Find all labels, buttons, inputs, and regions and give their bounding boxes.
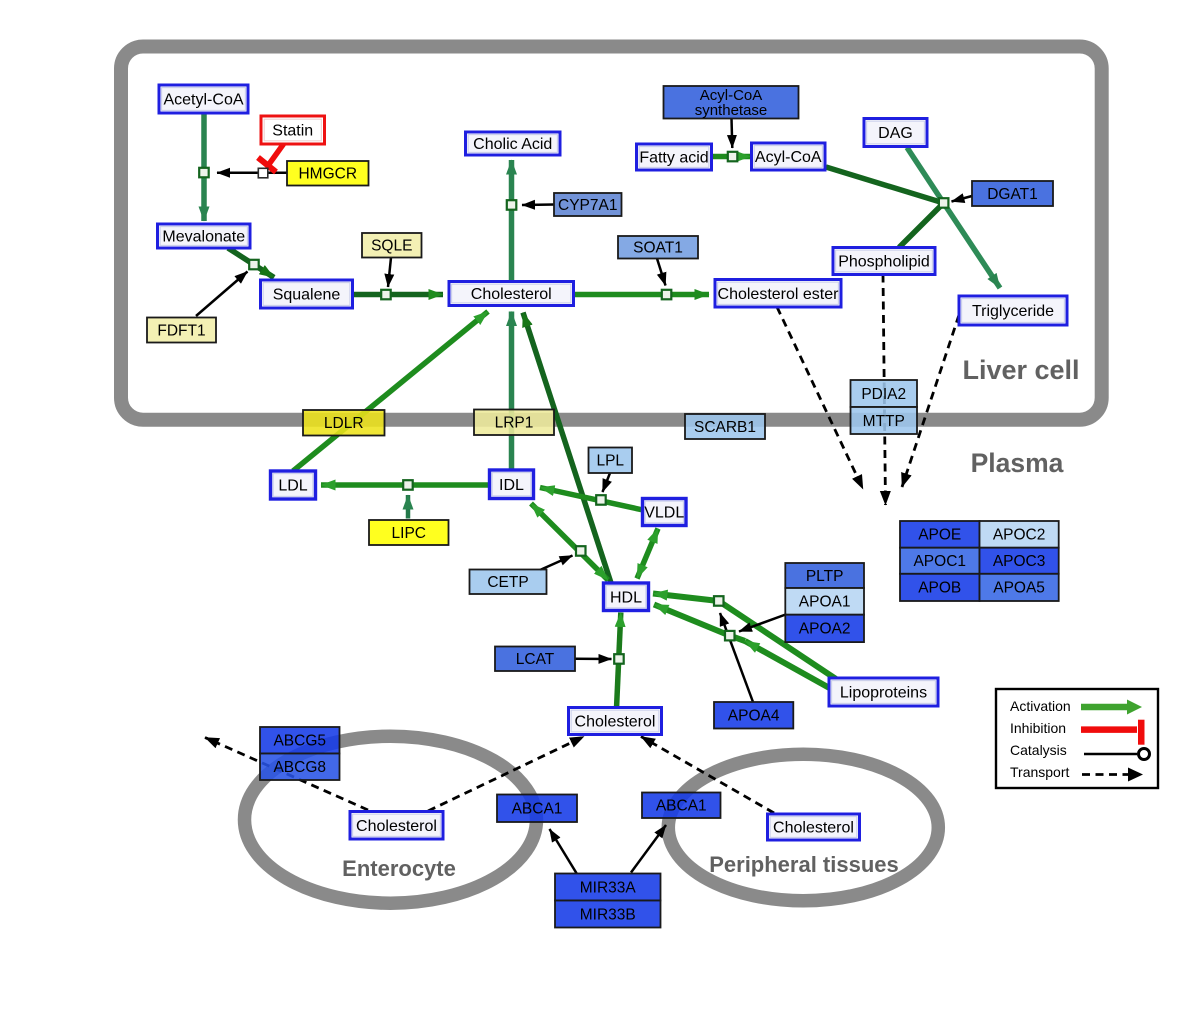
svg-text:LDL: LDL — [278, 478, 307, 495]
svg-text:Catalysis: Catalysis — [1010, 742, 1067, 758]
svg-text:DGAT1: DGAT1 — [987, 186, 1038, 203]
svg-text:Statin: Statin — [272, 123, 313, 140]
svg-text:Cholesterol ester: Cholesterol ester — [718, 286, 840, 303]
svg-text:APOC3: APOC3 — [993, 553, 1046, 570]
svg-text:APOA1: APOA1 — [799, 594, 851, 611]
svg-text:Liver cell: Liver cell — [962, 355, 1079, 385]
svg-text:LPL: LPL — [596, 453, 624, 470]
svg-text:Cholesterol: Cholesterol — [773, 820, 854, 837]
svg-text:VLDL: VLDL — [644, 505, 684, 522]
svg-text:Acyl-CoA: Acyl-CoA — [755, 149, 822, 166]
svg-text:Triglyceride: Triglyceride — [972, 303, 1054, 320]
svg-text:LIPC: LIPC — [392, 525, 426, 542]
svg-text:PDIA2: PDIA2 — [861, 386, 906, 403]
svg-text:SOAT1: SOAT1 — [633, 240, 683, 257]
svg-text:synthetase: synthetase — [695, 102, 768, 119]
svg-text:HMGCR: HMGCR — [298, 166, 357, 183]
svg-text:Phospholipid: Phospholipid — [838, 254, 930, 271]
svg-text:LRP1: LRP1 — [495, 415, 534, 432]
svg-text:DAG: DAG — [878, 125, 913, 142]
svg-text:Squalene: Squalene — [273, 287, 341, 304]
svg-text:Enterocyte: Enterocyte — [342, 856, 456, 881]
svg-text:Plasma: Plasma — [971, 448, 1064, 478]
svg-text:SQLE: SQLE — [371, 238, 412, 255]
svg-text:Acyl-CoA: Acyl-CoA — [700, 87, 763, 104]
svg-text:ABCA1: ABCA1 — [656, 798, 707, 815]
svg-text:Lipoproteins: Lipoproteins — [840, 685, 927, 702]
svg-text:Transport: Transport — [1010, 764, 1070, 780]
svg-text:ABCA1: ABCA1 — [512, 801, 563, 818]
svg-text:FDFT1: FDFT1 — [157, 322, 205, 339]
svg-text:CYP7A1: CYP7A1 — [558, 197, 617, 214]
svg-text:Cholic Acid: Cholic Acid — [473, 136, 552, 153]
svg-text:IDL: IDL — [499, 477, 524, 494]
svg-text:Peripheral tissues: Peripheral tissues — [709, 852, 899, 877]
svg-text:HDL: HDL — [610, 589, 642, 606]
svg-text:Inhibition: Inhibition — [1010, 720, 1066, 736]
svg-text:LCAT: LCAT — [516, 651, 555, 668]
svg-text:CETP: CETP — [487, 574, 528, 591]
svg-text:APOC1: APOC1 — [913, 553, 966, 570]
svg-text:Fatty acid: Fatty acid — [639, 150, 708, 167]
svg-text:Cholesterol: Cholesterol — [356, 818, 437, 835]
svg-text:Cholesterol: Cholesterol — [575, 714, 656, 731]
svg-text:Mevalonate: Mevalonate — [162, 229, 245, 246]
svg-text:Acetyl-CoA: Acetyl-CoA — [163, 92, 243, 109]
svg-text:MIR33A: MIR33A — [580, 879, 637, 896]
svg-text:ABCG8: ABCG8 — [273, 759, 326, 776]
svg-text:ABCG5: ABCG5 — [273, 733, 326, 750]
svg-text:APOA4: APOA4 — [728, 708, 780, 725]
svg-text:LDLR: LDLR — [324, 415, 364, 432]
svg-text:MTTP: MTTP — [863, 413, 905, 430]
svg-text:APOB: APOB — [918, 580, 961, 597]
svg-text:APOA5: APOA5 — [993, 580, 1045, 597]
svg-text:SCARB1: SCARB1 — [694, 419, 756, 436]
svg-text:Cholesterol: Cholesterol — [471, 286, 552, 303]
svg-text:PLTP: PLTP — [806, 568, 844, 585]
svg-text:MIR33B: MIR33B — [580, 906, 636, 923]
svg-text:APOE: APOE — [918, 527, 961, 544]
svg-text:APOC2: APOC2 — [993, 527, 1046, 544]
svg-text:APOA2: APOA2 — [799, 621, 851, 638]
svg-text:Activation: Activation — [1010, 698, 1071, 714]
